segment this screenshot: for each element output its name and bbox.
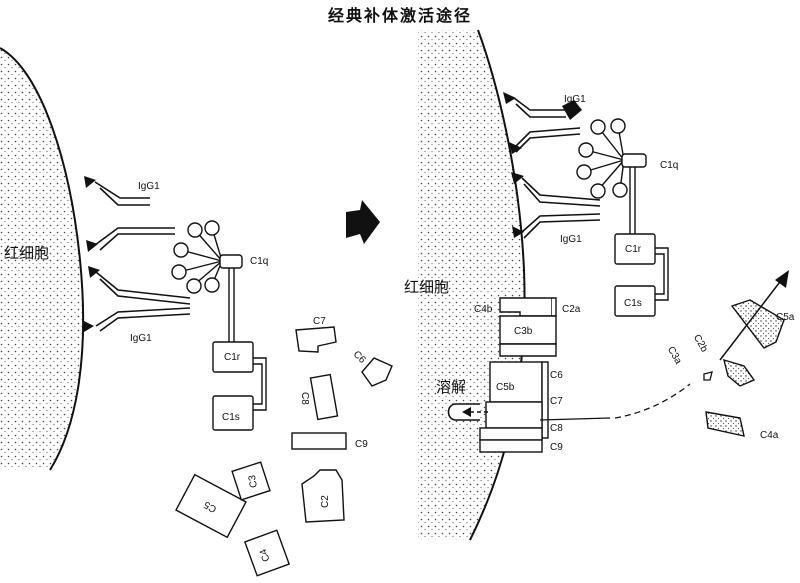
- right-mac-complex: [479, 361, 549, 453]
- right-c2b-label: C2b: [691, 333, 710, 355]
- right-cell-membrane: [469, 29, 526, 541]
- left-c8: [309, 373, 339, 421]
- left-igg-bottom: [95, 271, 191, 332]
- left-c7: [295, 326, 337, 353]
- left-antigens: [82, 176, 100, 332]
- right-c4b2a-complex: [499, 297, 557, 357]
- right-c5a-label: C5a: [776, 312, 795, 323]
- left-cell-label: 红细胞: [4, 244, 49, 262]
- right-c7-label: C7: [550, 396, 563, 407]
- right-c3b-label: C3b: [514, 326, 533, 337]
- right-c1q: [576, 118, 647, 234]
- left-c7-label: C7: [313, 316, 326, 327]
- left-igg-bottom-label: IgG1: [130, 333, 152, 344]
- left-c2-label: C2: [320, 495, 331, 508]
- left-c5: [175, 473, 247, 539]
- right-c6-label: C6: [550, 370, 563, 381]
- right-c4a: [705, 411, 745, 437]
- left-panel: 红细胞 IgG1 IgG1: [0, 47, 393, 577]
- left-c1r-label: C1r: [224, 352, 241, 363]
- right-c3a-label: C3a: [665, 345, 684, 367]
- right-cell-label: 红细胞: [404, 278, 449, 296]
- right-c1s: [614, 285, 656, 317]
- left-c1r: [212, 341, 267, 411]
- right-bound-marker: [562, 100, 582, 120]
- left-c1q: [171, 220, 243, 342]
- right-c1r-label: C1r: [625, 244, 642, 255]
- left-c1s-label: C1s: [222, 412, 240, 423]
- right-c9-label: C9: [550, 442, 563, 453]
- left-cell-membrane: [0, 47, 85, 471]
- right-igg-top-label: IgG1: [564, 94, 586, 105]
- left-c8-label: C8: [299, 392, 310, 405]
- left-c9-label: C9: [355, 439, 368, 450]
- right-igg-mid: [521, 177, 601, 239]
- right-antigens: [503, 92, 524, 238]
- right-igg-top: [513, 97, 581, 153]
- right-c4b-label: C4b: [474, 304, 493, 315]
- left-c3-label: C3: [247, 474, 260, 489]
- diagram-title: 经典补体激活途径: [327, 6, 472, 25]
- right-c1q-label: C1q: [660, 160, 678, 171]
- transition-arrow: [346, 200, 380, 244]
- left-igg-top: [94, 181, 175, 251]
- right-c4a-label: C4a: [760, 430, 779, 441]
- left-c3-small: [231, 461, 271, 501]
- right-c5a: [730, 299, 785, 349]
- right-igg-mid-label: IgG1: [560, 234, 582, 245]
- left-c1q-label: C1q: [250, 256, 268, 267]
- right-panel: 红细胞 IgG1 IgG1: [404, 29, 795, 541]
- left-c1s: [212, 395, 254, 431]
- left-c4-label: C4: [258, 547, 273, 563]
- right-through-line: [539, 417, 611, 421]
- left-c9: [291, 432, 347, 450]
- left-c2: [301, 469, 345, 523]
- left-igg-top-label: IgG1: [138, 181, 160, 192]
- right-c2b: [723, 358, 756, 387]
- left-c4: [243, 529, 291, 577]
- left-cell-interior: [0, 48, 84, 470]
- right-c1s-label: C1s: [624, 298, 642, 309]
- left-c6: [361, 357, 393, 387]
- right-c2a-label: C2a: [562, 304, 581, 315]
- right-c5b-label: C5b: [496, 382, 515, 393]
- left-c6-label: C6: [351, 349, 368, 366]
- right-c8-label: C8: [550, 423, 563, 434]
- right-c3a: [703, 371, 713, 381]
- right-cleavage-arc: [614, 383, 691, 419]
- right-lysis-label: 溶解: [436, 378, 466, 396]
- right-c1r: [614, 233, 669, 301]
